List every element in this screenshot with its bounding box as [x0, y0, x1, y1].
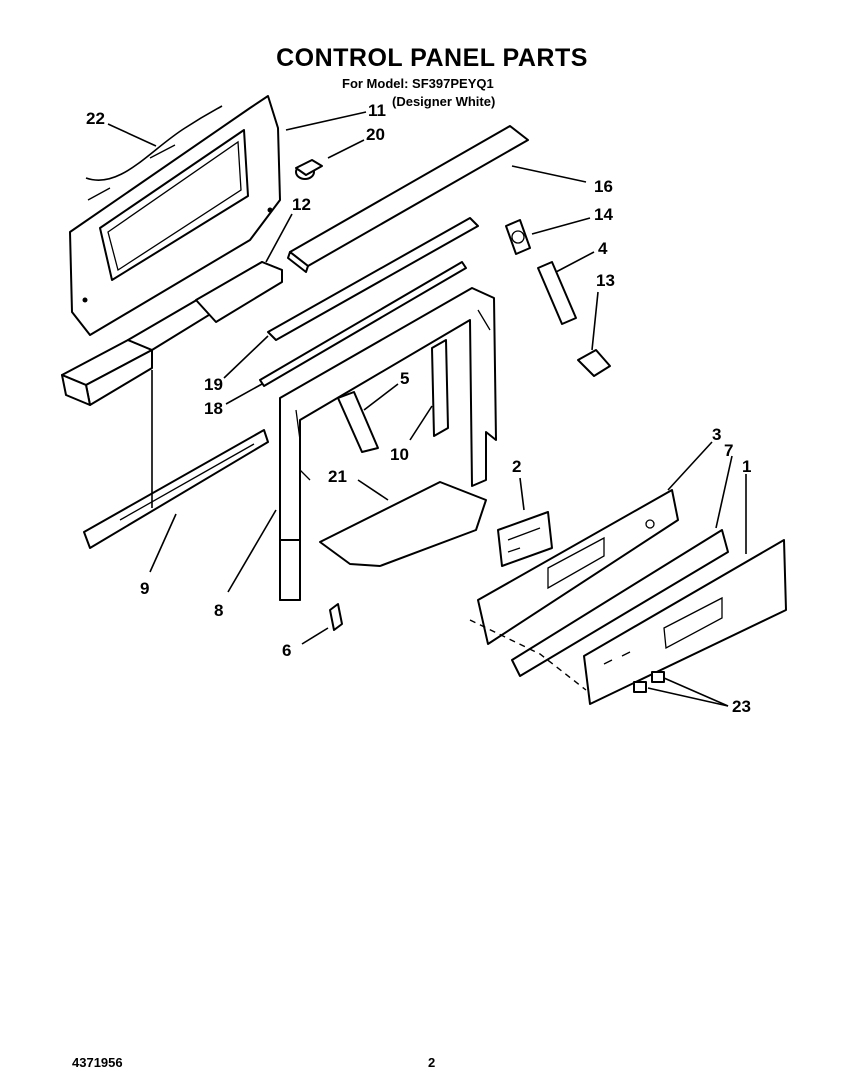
part-9-strip [83, 370, 269, 549]
part-6-clip [329, 603, 343, 631]
callout-labels: 22 11 20 16 12 14 4 13 19 18 5 10 21 2 3… [86, 101, 751, 716]
callout-3: 3 [712, 425, 721, 444]
model-line: For Model: SF397PEYQ1 [342, 76, 494, 91]
callout-20: 20 [366, 125, 385, 144]
part-13-switch [577, 349, 611, 377]
callout-13: 13 [596, 271, 615, 290]
alignment-line-1 [469, 619, 587, 691]
callout-10: 10 [390, 445, 409, 464]
callout-4: 4 [598, 239, 608, 258]
variant-line: (Designer White) [392, 94, 496, 109]
part-14-grommet [505, 219, 531, 255]
callout-5: 5 [400, 369, 409, 388]
callout-16: 16 [594, 177, 613, 196]
part-22-wire [85, 105, 223, 181]
part-1-front-panel [583, 539, 787, 705]
callout-9: 9 [140, 579, 149, 598]
part-8-main-frame [279, 287, 497, 601]
part-16-trim [287, 125, 529, 273]
callout-21: 21 [328, 467, 347, 486]
part-11-bracket [69, 95, 281, 336]
callout-7: 7 [724, 441, 733, 460]
callout-1: 1 [742, 457, 751, 476]
leader-lines [107, 111, 747, 707]
part-10-bracket [431, 339, 449, 437]
callout-12: 12 [292, 195, 311, 214]
callout-22: 22 [86, 109, 105, 128]
callout-14: 14 [594, 205, 613, 224]
page-number: 2 [428, 1055, 436, 1070]
part-23-knobs [633, 671, 665, 693]
callout-18: 18 [204, 399, 223, 418]
part-3-panel [477, 489, 679, 645]
callout-6: 6 [282, 641, 291, 660]
part-7-channel [511, 529, 729, 677]
part-19-lamp-tube [267, 217, 479, 341]
callout-2: 2 [512, 457, 521, 476]
part-20-knob [295, 159, 323, 180]
part-4-handle [537, 261, 577, 325]
part-12-housing [61, 261, 283, 406]
callout-8: 8 [214, 601, 223, 620]
page-title: CONTROL PANEL PARTS [276, 44, 588, 72]
part-5-hinge [337, 391, 379, 453]
document-number: 4371956 [72, 1055, 123, 1070]
part-2-board [497, 511, 553, 567]
callout-19: 19 [204, 375, 223, 394]
part-18-strip [259, 261, 467, 387]
callout-23: 23 [732, 697, 751, 716]
part-21-shield [319, 481, 487, 567]
callout-11: 11 [368, 101, 386, 120]
